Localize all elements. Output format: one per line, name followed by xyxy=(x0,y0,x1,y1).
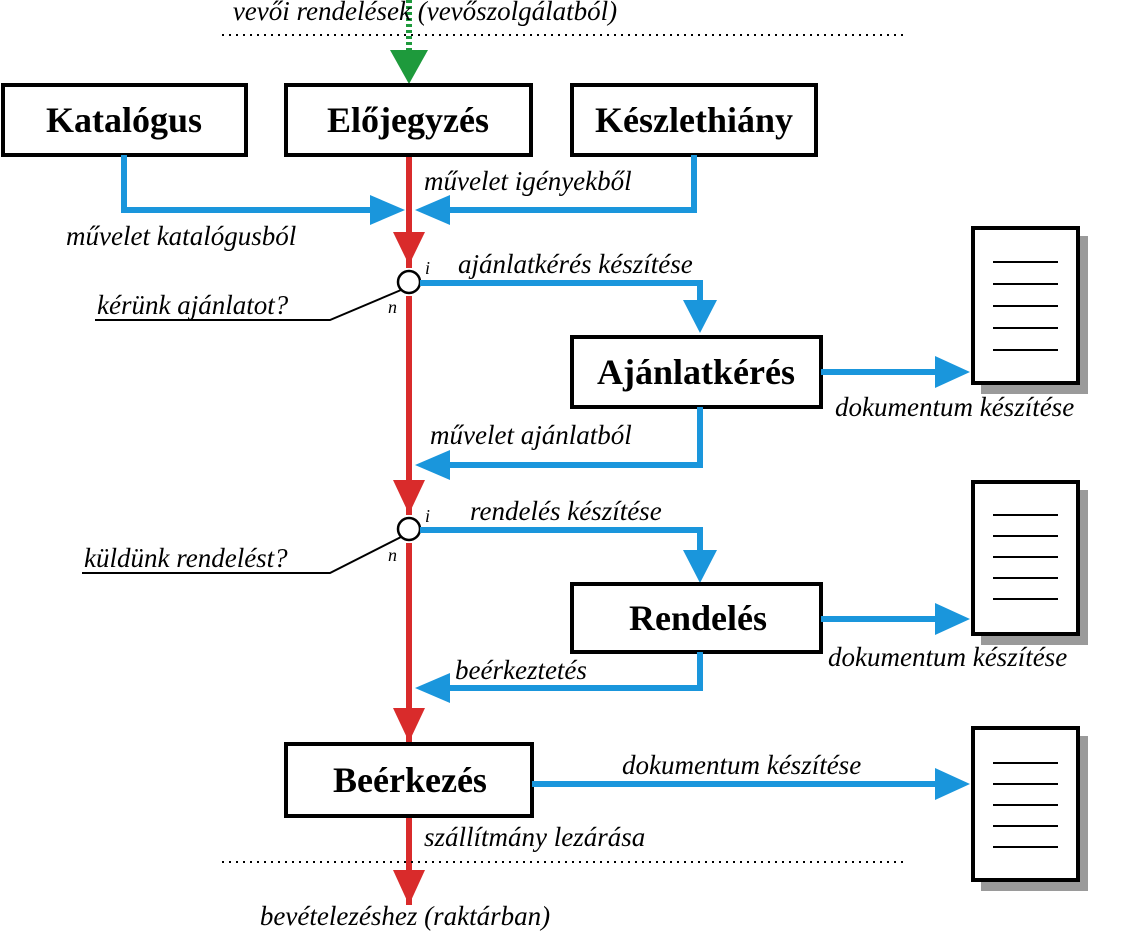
document-icon xyxy=(971,726,1088,891)
beerkeztetes-label: beérkeztetés xyxy=(455,655,587,685)
muvelet-katalogusbol-label: művelet katalógusból xyxy=(66,221,296,251)
document-icon xyxy=(971,226,1088,394)
rendeles-keszitese-label: rendelés készítése xyxy=(470,496,662,526)
beerkezes-box: Beérkezés xyxy=(284,742,534,818)
beerkeztetes-arrowhead xyxy=(415,673,450,703)
beerkeztetes-connector xyxy=(440,652,703,691)
decision-1-yes: i xyxy=(425,258,430,278)
decision-2-no: n xyxy=(388,545,397,565)
elojegyzes-label: Előjegyzés xyxy=(327,100,489,140)
ajanlatkeres-label: Ajánlatkérés xyxy=(597,352,795,392)
decision-1-question: kérünk ajánlatot? xyxy=(97,290,289,320)
ajanlatkeres-connector xyxy=(420,280,703,305)
decision-2-yes: i xyxy=(425,506,430,526)
decision-1-leader xyxy=(95,289,402,321)
decision-1-no: n xyxy=(388,297,397,317)
incoming-orders-label: vevői rendelések (vevőszolgálatból) xyxy=(233,0,617,26)
katalogus-connector xyxy=(121,155,395,213)
document-icon xyxy=(971,480,1088,645)
ajanlatkeres-box: Ajánlatkérés xyxy=(570,335,823,409)
doc-1-label: dokumentum készítése xyxy=(835,392,1074,422)
rendeles-arrowhead xyxy=(683,550,717,583)
muvelet-ajanlatbol-label: művelet ajánlatból xyxy=(430,420,632,450)
katalogus-arrowhead xyxy=(370,195,405,225)
decision-circle-2 xyxy=(396,516,422,542)
muvelet-ajanlatbol-connector xyxy=(440,407,703,468)
doc-2-arrowhead xyxy=(935,603,970,635)
ajanlatkeres-arrowhead xyxy=(683,300,717,333)
keszlethiany-box: Készlethiány xyxy=(570,83,818,157)
beerkezes-label: Beérkezés xyxy=(333,760,487,800)
main-flow-arrowhead-3 xyxy=(393,708,425,742)
main-flow-arrowhead-2 xyxy=(393,480,425,514)
elojegyzes-box: Előjegyzés xyxy=(284,83,533,157)
decision-2-question: küldünk rendelést? xyxy=(84,543,288,573)
katalogus-box: Katalógus xyxy=(1,83,248,157)
katalogus-label: Katalógus xyxy=(46,100,202,140)
rendeles-connector xyxy=(420,527,703,555)
doc-3-arrowhead xyxy=(935,768,970,800)
keszlethiany-label: Készlethiány xyxy=(595,100,793,140)
rendeles-box: Rendelés xyxy=(570,582,823,654)
doc-3-label: dokumentum készítése xyxy=(622,750,861,780)
decision-2-leader xyxy=(82,536,402,574)
decision-circle-1 xyxy=(396,269,422,295)
main-flow-arrowhead-4 xyxy=(393,870,425,905)
muvelet-ajanlatbol-arrowhead xyxy=(415,450,450,480)
keszlethiany-connector xyxy=(425,155,697,213)
keszlethiany-arrowhead xyxy=(415,195,450,225)
doc-1-arrowhead xyxy=(935,356,970,388)
doc-2-label: dokumentum készítése xyxy=(828,642,1067,672)
szallitmany-lezarasa-label: szállítmány lezárása xyxy=(424,822,645,852)
main-flow-arrowhead-1 xyxy=(393,232,425,265)
outgoing-label: bevételezéshez (raktárban) xyxy=(260,901,550,931)
ajanlatkeres-keszitese-label: ajánlatkérés készítése xyxy=(458,249,693,279)
rendeles-label: Rendelés xyxy=(629,598,767,638)
incoming-orders-arrowhead xyxy=(390,50,428,84)
muvelet-igenyekbol-label: művelet igényekből xyxy=(424,166,632,196)
